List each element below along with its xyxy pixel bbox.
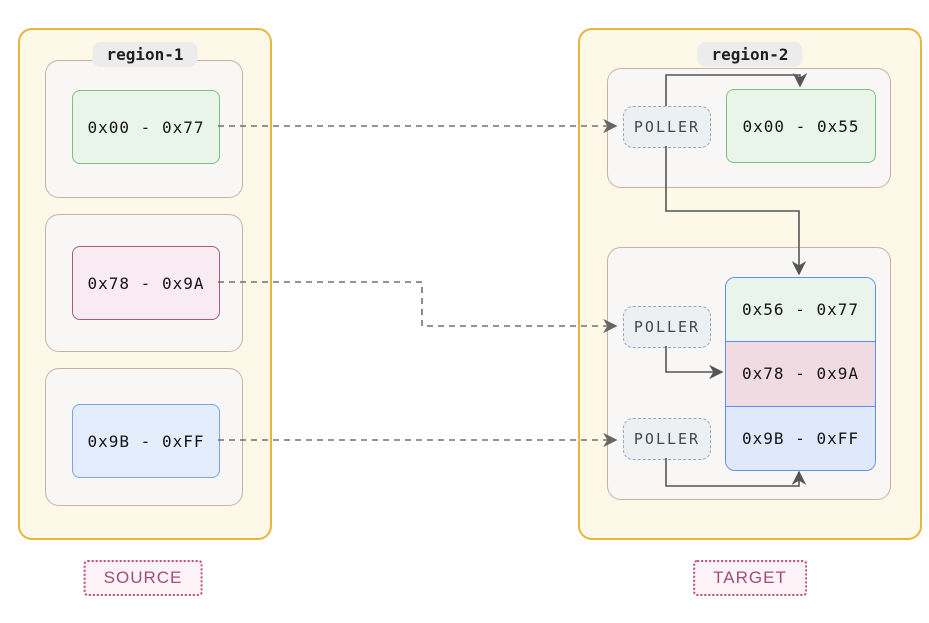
source-block-label: 0x78 - 0x9A [87, 273, 205, 293]
target-block-label: 0x00 - 0x55 [742, 116, 860, 136]
target-segment-label: 0x9B - 0xFF [742, 428, 859, 448]
source-block-0x78-0x9A: 0x78 - 0x9A [72, 246, 220, 320]
poller-1-label: POLLER [633, 118, 701, 136]
target-segment-0x56-0x77: 0x56 - 0x77 [726, 278, 875, 342]
target-legend-label: TARGET [693, 560, 807, 596]
source-legend-text: SOURCE [103, 568, 183, 587]
poller-3-label: POLLER [633, 430, 701, 448]
source-block-0x9B-0xFF: 0x9B - 0xFF [72, 404, 220, 478]
poller-2-label: POLLER [633, 318, 701, 336]
source-block-0x00-0x77: 0x00 - 0x77 [72, 90, 220, 164]
poller-3: POLLER [623, 418, 711, 460]
target-stacked-block: 0x56 - 0x77 0x78 - 0x9A 0x9B - 0xFF [725, 277, 876, 471]
dashed-arrow-source2-to-poller2 [218, 281, 618, 334]
target-segment-0x9B-0xFF: 0x9B - 0xFF [726, 405, 875, 470]
source-legend-label: SOURCE [83, 560, 203, 596]
poller-2: POLLER [623, 306, 711, 348]
target-legend-text: TARGET [713, 568, 787, 587]
region-2-title: region-2 [697, 42, 803, 67]
poller-1: POLLER [623, 106, 711, 148]
target-segment-label: 0x56 - 0x77 [742, 300, 859, 320]
source-block-label: 0x9B - 0xFF [87, 431, 205, 451]
source-block-label: 0x00 - 0x77 [87, 117, 205, 137]
target-segment-0x78-0x9A: 0x78 - 0x9A [726, 341, 875, 406]
target-block-0x00-0x55: 0x00 - 0x55 [726, 89, 876, 163]
region-1-title: region-1 [92, 42, 198, 67]
target-segment-label: 0x78 - 0x9A [742, 364, 859, 384]
